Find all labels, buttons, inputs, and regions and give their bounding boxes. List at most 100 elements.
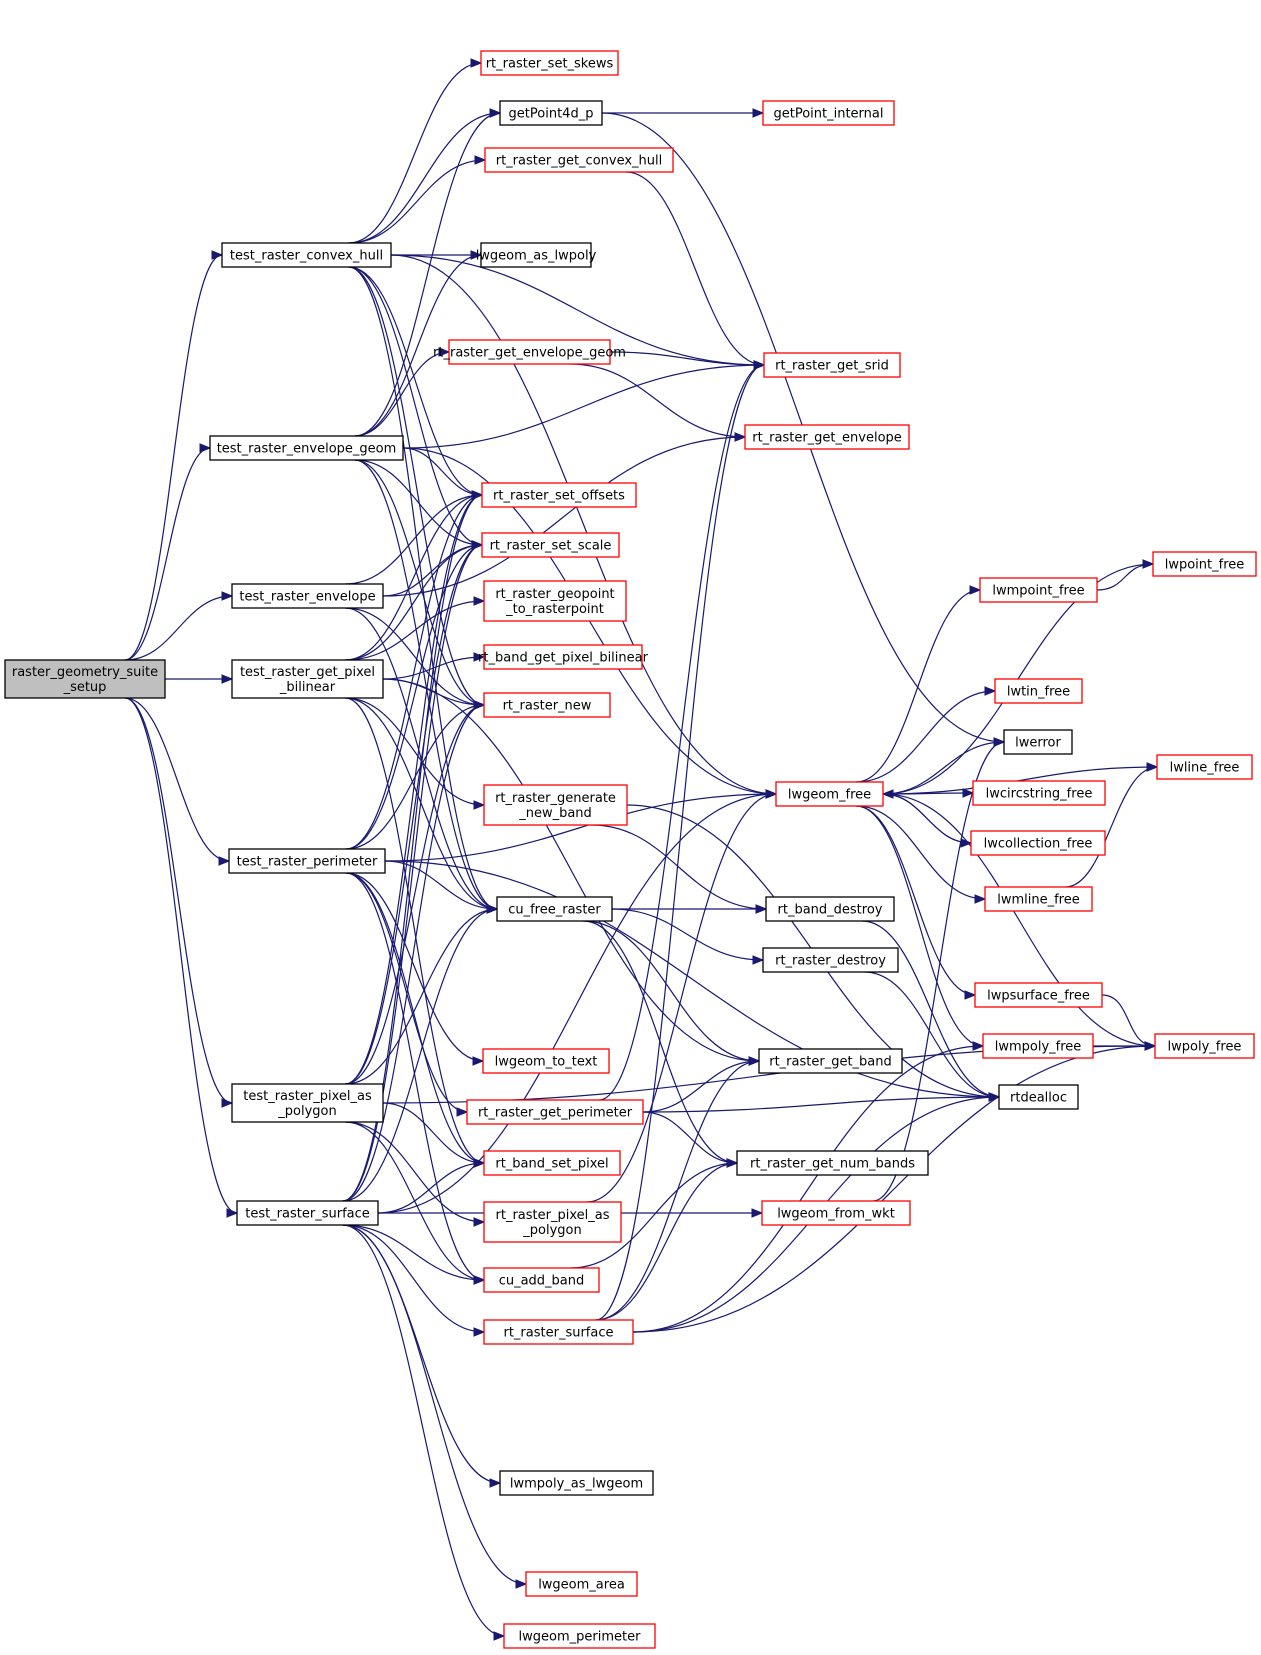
function-node-get-band[interactable]: rt_raster_get_band [758, 1048, 903, 1074]
function-node-getpoint-int[interactable]: getPoint_internal [762, 100, 895, 126]
edge-line [632, 1045, 1156, 1333]
edge-line [345, 607, 485, 706]
edge-line [124, 447, 211, 661]
node-label: lwpsurface_free [987, 989, 1090, 1004]
function-node-t-bilinear[interactable]: test_raster_get_pixel_bilinear [231, 659, 384, 699]
edge-line [345, 908, 498, 1085]
function-node-raster-new[interactable]: rt_raster_new [483, 692, 611, 718]
arrowhead-icon [211, 250, 224, 260]
function-node-set-skews[interactable]: rt_raster_set_skews [480, 50, 619, 76]
node-box [1152, 551, 1257, 577]
edge-t_bilinear-to-geopoint [345, 596, 486, 661]
edge-line [642, 1111, 738, 1164]
node-label: rt_raster_new [503, 699, 592, 714]
function-node-t-surface[interactable]: test_raster_surface [236, 1200, 379, 1226]
function-node-mline-free[interactable]: lwmline_free [984, 886, 1093, 912]
function-node-as-lwgeom[interactable]: lwmpoly_as_lwgeom [499, 1470, 654, 1496]
edge-line [856, 690, 996, 783]
function-node-rtdealloc[interactable]: rtdealloc [998, 1084, 1079, 1110]
node-label: getPoint_internal [773, 107, 883, 122]
edge-t_perim-to-rtdealloc [384, 860, 1001, 1102]
function-node-to-text[interactable]: lwgeom_to_text [482, 1048, 610, 1074]
function-node-cu-add-band[interactable]: cu_add_band [483, 1267, 600, 1293]
function-node-psurf-free[interactable]: lwpsurface_free [974, 982, 1103, 1008]
edge-line [345, 494, 483, 661]
function-node-band-destroy[interactable]: rt_band_destroy [765, 896, 895, 922]
node-box [499, 1470, 654, 1496]
function-node-as-lwpoly[interactable]: lwgeom_as_lwpoly [476, 242, 597, 268]
node-label: _setup [63, 680, 107, 695]
edge-line [384, 793, 777, 862]
function-node-perimeter[interactable]: lwgeom_perimeter [503, 1623, 656, 1649]
edge-line [348, 266, 485, 706]
edge-line [882, 793, 1156, 1047]
function-node-lwerror[interactable]: lwerror [1003, 729, 1073, 755]
edge-root-to-t_surface [124, 697, 239, 1218]
arrowhead-icon [470, 250, 483, 260]
function-node-tin-free[interactable]: lwtin_free [994, 678, 1083, 704]
function-node-line-free[interactable]: lwline_free [1156, 754, 1253, 780]
edge-line [642, 1096, 1000, 1113]
edge-mline_free-to-line_free [1065, 762, 1159, 888]
function-node-pix-as-poly[interactable]: rt_raster_pixel_as_polygon [483, 1201, 622, 1243]
node-box [496, 896, 613, 922]
node-box [765, 896, 895, 922]
edge-line [642, 1060, 760, 1113]
function-node-t-perim[interactable]: test_raster_perimeter [228, 848, 386, 874]
arrowhead-icon [456, 1107, 469, 1117]
edge-line [591, 824, 767, 910]
function-node-t-convex[interactable]: test_raster_convex_hull [221, 242, 392, 268]
arrowhead-icon [473, 1217, 486, 1227]
function-node-lwgeom-free[interactable]: lwgeom_free [775, 781, 884, 807]
function-node-num-bands[interactable]: rt_raster_get_num_bands [736, 1150, 929, 1176]
arrowhead-icon [969, 585, 982, 595]
function-node-get-perim[interactable]: rt_raster_get_perimeter [466, 1099, 644, 1125]
function-node-get-convex[interactable]: rt_raster_get_convex_hull [484, 147, 674, 173]
edge-t_surface-to-raster_new [342, 700, 486, 1202]
function-node-surface[interactable]: rt_raster_surface [483, 1319, 634, 1345]
arrowhead-icon [962, 788, 975, 798]
edge-line [569, 363, 746, 438]
node-label: lwmpoly_as_lwgeom [510, 1477, 643, 1492]
function-node-get-envgeom[interactable]: rt_raster_get_envelope_geom [433, 339, 626, 365]
function-node-coll-free[interactable]: lwcollection_free [970, 830, 1106, 856]
edge-lwgeom_free-to-tin_free [856, 686, 997, 783]
function-node-raster-destroy[interactable]: rt_raster_destroy [762, 947, 899, 973]
node-label: rt_band_set_pixel [495, 1157, 608, 1172]
node-box [758, 1048, 903, 1074]
edge-line [390, 254, 777, 795]
function-node-gen-band[interactable]: rt_raster_generate_new_band [483, 784, 628, 826]
edge-surface-to-get_band [595, 1056, 761, 1321]
function-node-t-envgeom[interactable]: test_raster_envelope_geom [209, 435, 404, 461]
function-node-get-env[interactable]: rt_raster_get_envelope [744, 424, 910, 450]
function-node-band-setpix[interactable]: rt_band_set_pixel [483, 1150, 621, 1176]
edge-line [882, 793, 972, 844]
function-node-cu-free[interactable]: cu_free_raster [496, 896, 613, 922]
function-node-getpoint4d[interactable]: getPoint4d_p [499, 100, 603, 126]
function-node-band-bilinear[interactable]: rt_band_get_pixel_bilinear [478, 644, 649, 670]
node-box [499, 100, 603, 126]
function-node-t-pixpoly[interactable]: test_raster_pixel_as_polygon [231, 1083, 384, 1123]
function-node-from-wkt[interactable]: lwgeom_from_wkt [761, 1200, 911, 1226]
function-node-area[interactable]: lwgeom_area [525, 1571, 638, 1597]
edge-mpoly_free-to-poly_free [1092, 1041, 1157, 1051]
node-label: cu_add_band [499, 1274, 585, 1289]
edge-line [882, 741, 1005, 795]
function-node-t-env[interactable]: test_raster_envelope [231, 583, 384, 609]
node-box [970, 830, 1106, 856]
function-node-point-free[interactable]: lwpoint_free [1152, 551, 1257, 577]
function-node-mpoly-free[interactable]: lwmpoly_free [982, 1033, 1094, 1059]
function-node-mpoint-free[interactable]: lwmpoint_free [979, 577, 1098, 603]
arrowhead-icon [474, 155, 487, 165]
arrowhead-icon [753, 360, 766, 370]
function-node-get-srid[interactable]: rt_raster_get_srid [763, 352, 901, 378]
function-node-poly-free[interactable]: lwpoly_free [1154, 1033, 1255, 1059]
node-box [231, 583, 384, 609]
function-node-geopoint[interactable]: rt_raster_geopoint_to_rasterpoint [483, 580, 627, 622]
edge-from_wkt-to-lwerror [872, 737, 1006, 1202]
function-node-set-offsets[interactable]: rt_raster_set_offsets [481, 482, 637, 508]
function-node-circ-free[interactable]: lwcircstring_free [972, 780, 1106, 806]
arrowhead-icon [473, 596, 486, 606]
function-node-set-scale[interactable]: rt_raster_set_scale [481, 532, 620, 558]
